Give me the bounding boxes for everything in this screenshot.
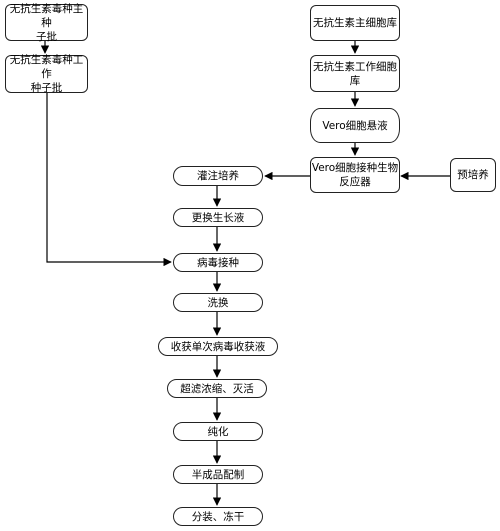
purification-box: 纯化 [173, 422, 263, 441]
seed-master-batch-label: 无抗生素毒种主种 子批 [9, 2, 84, 43]
vero-suspension-label: Vero细胞悬液 [322, 119, 388, 132]
virus-inoculation-box: 病毒接种 [173, 253, 263, 272]
preculture-box: 预培养 [450, 158, 496, 192]
perfusion-culture-box: 灌注培养 [173, 166, 263, 186]
vero-inoculation-label: Vero细胞接种生物 反应器 [311, 162, 399, 188]
medium-change-box: 更换生长液 [173, 208, 263, 227]
packaging-label: 分装、冻干 [191, 510, 245, 523]
harvest-box: 收获单次病毒收获液 [158, 337, 278, 356]
purification-label: 纯化 [207, 425, 229, 438]
vero-inoculation-box: Vero细胞接种生物 反应器 [310, 157, 400, 193]
cell-master-bank-label: 无抗生素主细胞库 [313, 17, 397, 29]
seed-working-batch-box: 无抗生素毒种工作 种子批 [5, 54, 88, 94]
semi-product-box: 半成品配制 [173, 465, 263, 484]
cell-master-bank-box: 无抗生素主细胞库 [310, 5, 400, 41]
cell-working-bank-label: 无抗生素工作细胞 库 [313, 60, 397, 87]
preculture-label: 预培养 [457, 169, 489, 181]
perfusion-culture-label: 灌注培养 [197, 170, 239, 182]
harvest-label: 收获单次病毒收获液 [170, 340, 266, 353]
seed-working-batch-label: 无抗生素毒种工作 种子批 [9, 54, 84, 94]
seed-master-batch-box: 无抗生素毒种主种 子批 [5, 2, 88, 43]
vero-suspension-box: Vero细胞悬液 [310, 108, 400, 143]
packaging-box: 分装、冻干 [173, 507, 263, 526]
medium-change-label: 更换生长液 [191, 211, 245, 224]
cell-working-bank-box: 无抗生素工作细胞 库 [310, 55, 400, 92]
ultrafiltration-box: 超滤浓缩、灭活 [167, 379, 267, 398]
arrow-seed-working-to-virus-inoculation [46, 93, 172, 267]
virus-inoculation-label: 病毒接种 [197, 256, 239, 269]
semi-product-label: 半成品配制 [191, 468, 245, 481]
wash-box: 洗换 [173, 293, 263, 312]
wash-label: 洗换 [207, 296, 229, 309]
ultrafiltration-label: 超滤浓缩、灭活 [180, 382, 254, 395]
